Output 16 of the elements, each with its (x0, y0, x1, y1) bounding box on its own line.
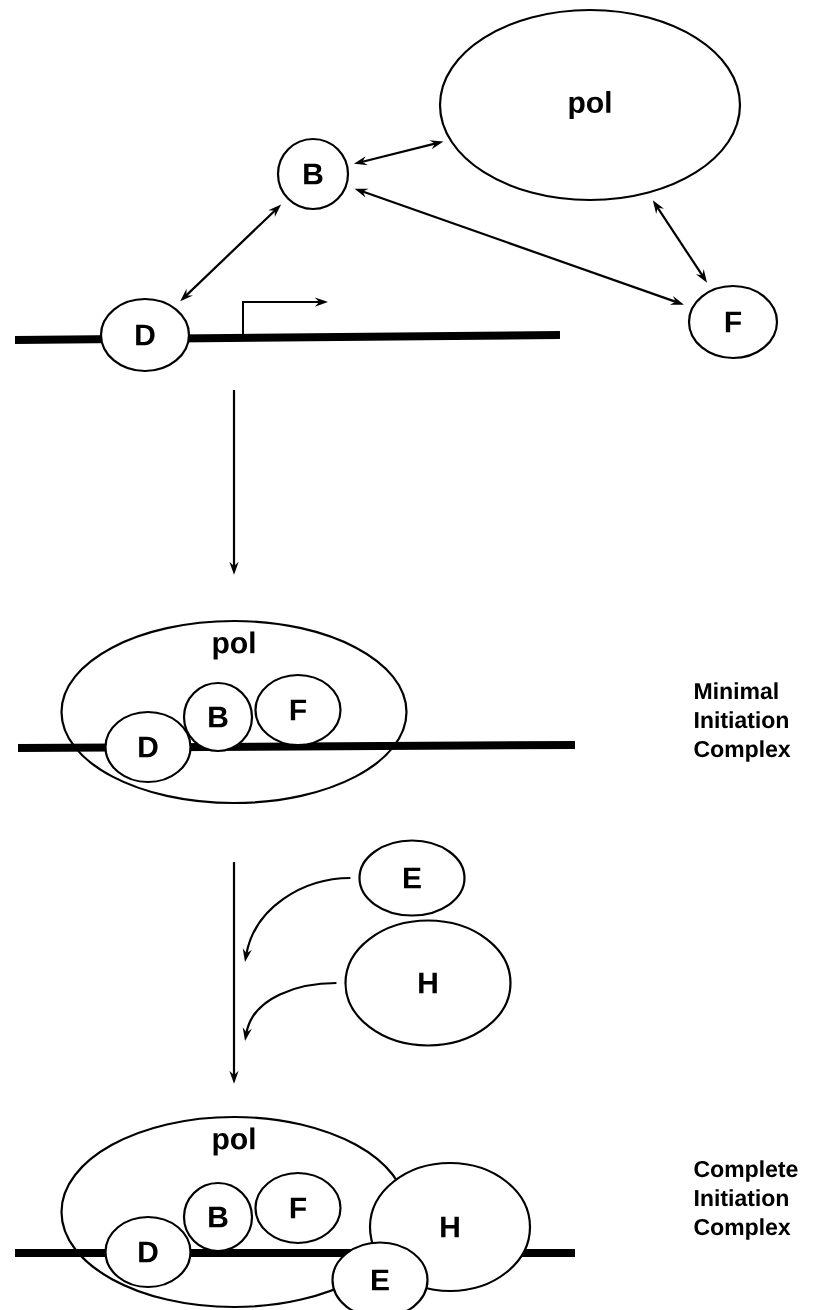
protein-oval: B (276, 137, 350, 211)
protein-oval: D (99, 297, 191, 373)
node-label: E (372, 1269, 389, 1291)
protein-oval: E (358, 839, 466, 917)
protein-oval: pol (438, 8, 742, 202)
protein-oval: B (182, 681, 254, 753)
protein-oval: F (254, 673, 342, 747)
protein-oval: B (182, 1181, 254, 1253)
complex-label: Minimal Initiation Complex (694, 682, 791, 762)
protein-oval: F (254, 1171, 342, 1245)
node-label: H (441, 1216, 459, 1238)
node-label: D (139, 1241, 158, 1263)
protein-oval: H (344, 919, 512, 1047)
complex-label: Complete Initiation Complex (694, 1160, 798, 1240)
protein-oval: E (331, 1241, 429, 1310)
protein-oval: F (687, 284, 779, 360)
